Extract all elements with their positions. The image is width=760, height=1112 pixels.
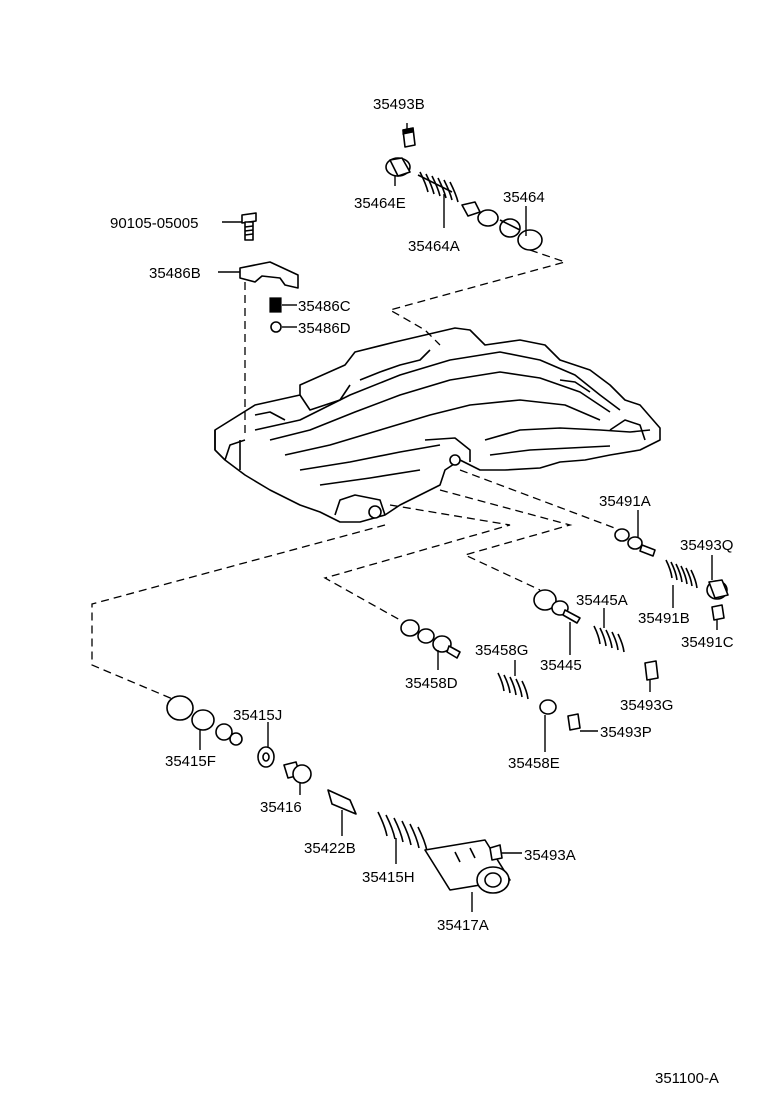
label-35422B: 35422B [304,840,356,857]
leader-lines [199,123,718,912]
label-35415J: 35415J [233,707,282,724]
plug-icon [644,660,659,681]
plug-icon [489,844,503,861]
valve-spool-icon [614,528,656,557]
label-35417A: 35417A [437,917,489,934]
ball-icon [270,321,282,333]
label-35493A: 35493A [524,847,576,864]
retainer-icon [257,746,275,768]
diagram-code: 351100-A [655,1070,719,1087]
plug-icon [706,579,729,600]
valve-spool-icon [283,761,312,784]
spring-icon [269,297,282,313]
label-35458G: 35458G [475,642,528,659]
part-labels: 35493B 35464E 35464 35464A 90105-05005 3… [110,96,734,1087]
label-35415F: 35415F [165,753,216,770]
valve-spool-icon [400,619,461,659]
label-35493G: 35493G [620,697,673,714]
label-35445A: 35445A [576,592,628,609]
valve-spool-icon [166,695,243,746]
sleeve-icon [385,157,411,177]
pin-icon [327,789,357,815]
plug-icon [711,604,725,621]
label-35493B: 35493B [373,96,425,113]
plug-icon [539,699,557,715]
label-90105-05005: 90105-05005 [110,215,198,232]
label-35416: 35416 [260,799,302,816]
label-35445: 35445 [540,657,582,674]
label-35486D: 35486D [298,320,351,337]
valve-spool-icon [533,589,581,624]
label-35458E: 35458E [508,755,560,772]
bolt-icon [241,212,257,241]
label-35415H: 35415H [362,869,415,886]
label-35491B: 35491B [638,610,690,627]
spring-icon [497,672,529,700]
spring-icon [593,625,625,653]
label-35464: 35464 [503,189,545,206]
label-35486C: 35486C [298,298,351,315]
label-35486B: 35486B [149,265,201,282]
label-35491A: 35491A [599,493,651,510]
spring-icon [377,811,428,852]
label-35464A: 35464A [408,238,460,255]
spring-icon [417,171,459,203]
valve-body-icon [214,327,661,523]
plug-icon [402,127,416,148]
bracket-icon [239,261,299,289]
sleeve-icon [424,839,511,894]
plug-icon [567,713,581,731]
label-35458D: 35458D [405,675,458,692]
label-35491C: 35491C [681,634,734,651]
label-35464E: 35464E [354,195,406,212]
assembly-lines [91,249,621,701]
valve-spool-icon [461,201,543,251]
label-35493P: 35493P [600,724,652,741]
spring-icon [665,559,698,589]
label-35493Q: 35493Q [680,537,733,554]
